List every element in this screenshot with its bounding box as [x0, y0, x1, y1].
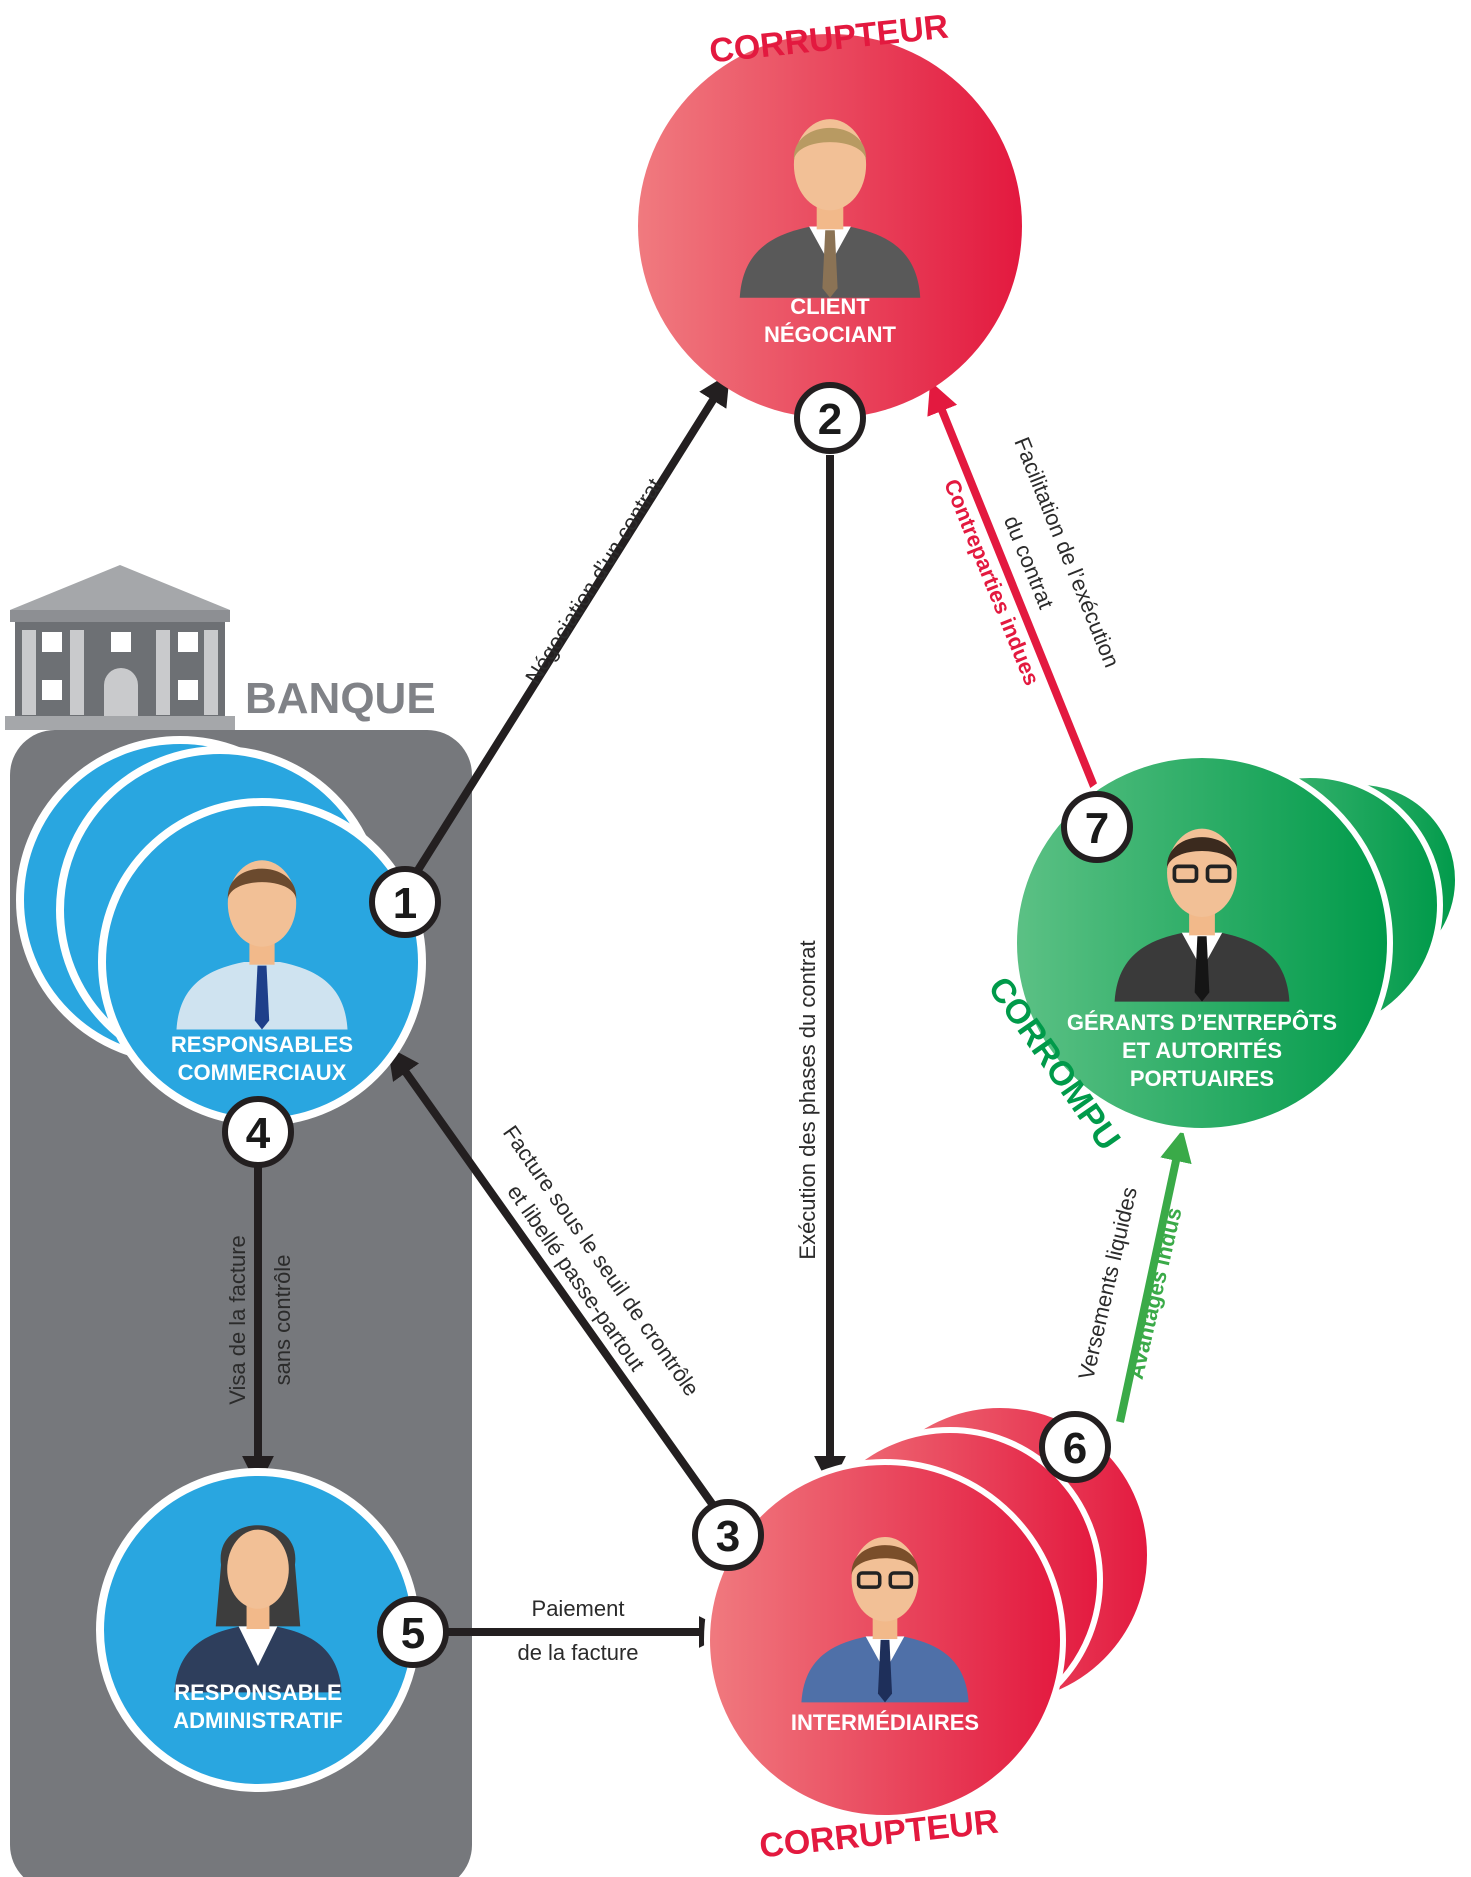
bank-building-icon [5, 565, 235, 730]
svg-text:1: 1 [393, 879, 417, 928]
commerciaux-label-line1: RESPONSABLES [171, 1032, 353, 1057]
businessman-glasses-dark-icon [1114, 828, 1290, 1002]
administratif-label-line2: ADMINISTRATIF [173, 1708, 342, 1733]
svg-text:4: 4 [246, 1109, 271, 1158]
step-badge-6: 6 [1039, 1411, 1111, 1483]
client-negociant-node: CLIENT NÉGOCIANT [638, 34, 1022, 418]
arrow-negociation [409, 373, 730, 881]
step-badge-7: 7 [1061, 791, 1133, 863]
gerants-label-line1: GÉRANTS D’ENTREPÔTS [1067, 1010, 1337, 1035]
businessman-glasses-icon [801, 1536, 969, 1703]
svg-text:7: 7 [1085, 804, 1109, 853]
edge-label-facture-line1: Facture sous le seuil de crontrôle [498, 1121, 704, 1401]
gerants-label-line2: ET AUTORITÉS [1122, 1038, 1282, 1063]
edge-label-visa-line1: Visa de la facture [225, 1235, 250, 1405]
businessman-blue-icon [176, 860, 348, 1030]
step-badge-3: 3 [692, 1499, 764, 1571]
svg-text:2: 2 [818, 395, 842, 444]
edge-label-paiement-line1: Paiement [532, 1596, 625, 1621]
gerants-node: GÉRANTS D’ENTREPÔTS ET AUTORITÉS PORTUAI… [1011, 752, 1461, 1134]
step-badge-1: 1 [369, 866, 441, 938]
bank-label: BANQUE [245, 674, 436, 723]
svg-text:5: 5 [401, 1609, 425, 1658]
edge-label-execution: Exécution des phases du contrat [795, 940, 820, 1259]
responsable-administratif-node: RESPONSABLE ADMINISTRATIF [96, 1468, 420, 1792]
client-label-line2: NÉGOCIANT [764, 322, 897, 347]
commerciaux-label-line2: COMMERCIAUX [178, 1060, 347, 1085]
businesswoman-icon [174, 1525, 342, 1693]
arrow-contreparties [927, 381, 1101, 796]
arrow-facture [387, 1046, 724, 1518]
svg-text:6: 6 [1063, 1424, 1087, 1473]
intermediaires-node: INTERMÉDIAIRES [704, 1402, 1153, 1821]
administratif-label-line1: RESPONSABLE [174, 1680, 341, 1705]
client-label-line1: CLIENT [790, 294, 870, 319]
edge-label-paiement-line2: de la facture [517, 1640, 638, 1665]
svg-text:3: 3 [716, 1512, 740, 1561]
arrow-avantages [1116, 1129, 1192, 1423]
edge-label-visa-line2: sans contrôle [270, 1255, 295, 1386]
step-badge-5: 5 [377, 1596, 449, 1668]
step-badge-4: 4 [222, 1096, 294, 1168]
intermediaires-label: INTERMÉDIAIRES [791, 1710, 979, 1735]
step-badge-2: 2 [794, 382, 866, 454]
responsables-commerciaux-node: RESPONSABLES COMMERCIAUX [16, 736, 426, 1126]
gerants-label-line3: PORTUAIRES [1130, 1066, 1274, 1091]
edge-label-negociation: Négociation d’un contrat [520, 474, 667, 688]
